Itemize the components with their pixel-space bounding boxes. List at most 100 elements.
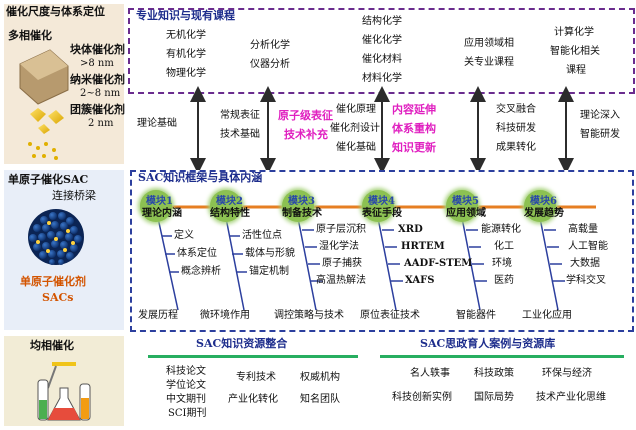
course-group1-item: 有机化学 — [166, 49, 206, 60]
resource-col1-item: 科技论文 — [166, 366, 206, 377]
bridge-content-ext: 知识更新 — [392, 141, 436, 154]
module3-label: 模块3 — [288, 196, 315, 207]
homogeneous-label: 均相催化 — [30, 339, 74, 352]
ideology-col1-item: 科技创新实例 — [392, 392, 452, 403]
course-group3-item: 催化材料 — [362, 54, 402, 65]
resource-col3-item: 知名团队 — [300, 394, 340, 405]
course-group5-item: 智能化相关 — [550, 46, 600, 57]
bulk-catalyst-label: 块体催化剂 — [70, 43, 125, 56]
module3-node — [282, 190, 314, 222]
module2-label: 模块2 — [216, 196, 243, 207]
course-group5-item: 计算化学 — [554, 27, 594, 38]
bulk-catalyst-size: >8 nm — [80, 58, 114, 69]
bridge-deep-theory: 智能研发 — [580, 129, 620, 140]
ideology-col3-item: 环保与经济 — [542, 368, 592, 379]
module5-name: 应用领域 — [446, 208, 486, 219]
resource-col2-item: 产业化转化 — [228, 394, 278, 405]
module5-item: 环境 — [492, 258, 512, 269]
bridge-conventional: 常规表征 — [220, 110, 260, 121]
module2-item: 载体与形貌 — [245, 248, 295, 259]
module6-item: 大数据 — [570, 258, 600, 269]
module5-item: 医药 — [494, 275, 514, 286]
bridge-atomic-char: 原子级表征 — [278, 109, 333, 122]
sac-bridge-title: 单原子催化SAC — [8, 173, 89, 186]
module6-name: 发展趋势 — [524, 208, 564, 219]
module1-bottom: 发展历程 — [138, 310, 178, 321]
module4-label: 模块4 — [368, 196, 395, 207]
module6-node — [524, 190, 556, 222]
resources-underline — [148, 355, 358, 358]
framework-title: SAC知识框架与具体内涵 — [138, 171, 263, 184]
module4-item: AADF-STEM — [404, 258, 473, 269]
module2-item: 锚定机制 — [249, 266, 289, 277]
course-group1-item: 物理化学 — [166, 68, 206, 79]
course-group1-item: 无机化学 — [166, 30, 206, 41]
scale-header: 催化尺度与体系定位 — [6, 5, 105, 18]
module4-item: XRD — [398, 224, 423, 235]
module3-bottom: 调控策略与技术 — [274, 310, 344, 321]
module3-name: 制备技术 — [282, 208, 322, 219]
module6-label: 模块6 — [530, 196, 557, 207]
module2-item: 活性位点 — [242, 230, 282, 241]
module5-item: 能源转化 — [481, 224, 521, 235]
bridge-atomic-char: 技术补充 — [284, 128, 328, 141]
bridge-theory: 理论基础 — [137, 118, 177, 129]
bridge-content-ext: 体系重构 — [392, 122, 436, 135]
module1-item: 体系定位 — [177, 248, 217, 259]
bridge-cross: 成果转化 — [496, 142, 536, 153]
cluster-catalyst-label: 团簇催化剂 — [70, 103, 125, 116]
ideology-col1-item: 名人轶事 — [410, 368, 450, 379]
module3-item: 高温热解法 — [316, 275, 366, 286]
resource-col1-item: 学位论文 — [166, 380, 206, 391]
nano-catalyst-size: 2~8 nm — [80, 88, 121, 99]
course-box-title: 专业知识与现有课程 — [136, 9, 235, 22]
lab-flask-icon — [37, 362, 91, 421]
course-group4-item: 关专业课程 — [464, 57, 514, 68]
ideology-col2-item: 科技政策 — [474, 368, 514, 379]
sac-abbrev: SACs — [42, 291, 74, 304]
module6-item: 高载量 — [568, 224, 598, 235]
catalyst-scale-illustration — [19, 49, 69, 160]
module1-node — [140, 190, 172, 222]
bridge-catalysis: 催化基础 — [336, 142, 376, 153]
module1-name: 理论内涵 — [142, 208, 182, 219]
module6-bottom: 工业化应用 — [522, 310, 572, 321]
module3-item: 原子层沉积 — [316, 224, 366, 235]
module5-item: 化工 — [494, 241, 514, 252]
resource-col3-item: 权威机构 — [300, 372, 340, 383]
resource-col2-item: 专利技术 — [236, 372, 276, 383]
module6-item: 人工智能 — [568, 241, 608, 252]
multi-phase-label: 多相催化 — [8, 29, 52, 42]
module4-node — [362, 190, 394, 222]
resource-col1-item: SCI期刊 — [168, 408, 207, 419]
module6-item: 学科交叉 — [566, 275, 606, 286]
module4-item: XAFS — [405, 275, 435, 286]
bridge-content-ext: 内容延伸 — [392, 103, 436, 116]
module2-bottom: 微环境作用 — [200, 310, 250, 321]
module4-bottom: 原位表征技术 — [360, 310, 420, 321]
module4-name: 表征手段 — [362, 208, 402, 219]
course-group2-item: 分析化学 — [250, 40, 290, 51]
module5-label: 模块5 — [452, 196, 479, 207]
bridge-cross: 科技研发 — [496, 123, 536, 134]
sac-name: 单原子催化剂 — [20, 275, 86, 288]
cluster-catalyst-size: 2 nm — [88, 118, 114, 129]
sac-bridge-subtitle: 连接桥梁 — [52, 189, 96, 202]
resource-col1-item: 中文期刊 — [166, 394, 206, 405]
bridge-catalysis: 催化原理 — [336, 104, 376, 115]
module3-item: 原子捕获 — [322, 258, 362, 269]
module4-item: HRTEM — [401, 241, 445, 252]
sac-nanoparticle-illustration — [28, 209, 84, 265]
ideology-col3-item: 技术产业化思维 — [536, 392, 606, 403]
bridge-deep-theory: 理论深入 — [580, 110, 620, 121]
module1-label: 模块1 — [146, 196, 173, 207]
course-group3-item: 催化化学 — [362, 35, 402, 46]
ideology-col2-item: 国际局势 — [474, 392, 514, 403]
ideology-title: SAC思政育人案例与资源库 — [420, 337, 556, 350]
course-group5-item: 课程 — [566, 65, 586, 76]
course-group4-item: 应用领域相 — [464, 38, 514, 49]
module1-item: 概念辨析 — [181, 266, 221, 277]
module5-node — [446, 190, 478, 222]
module5-bottom: 智能器件 — [456, 310, 496, 321]
